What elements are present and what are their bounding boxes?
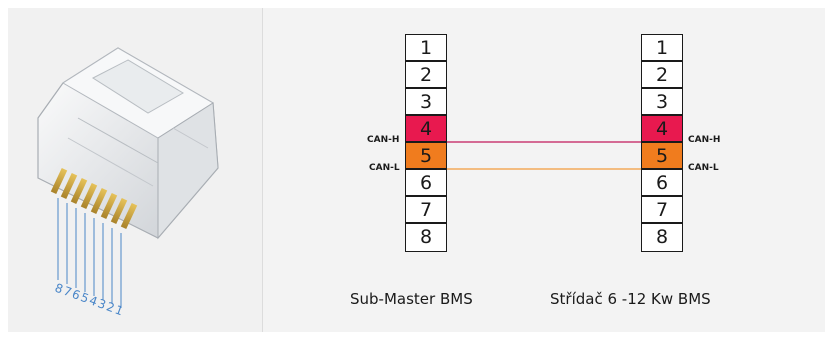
- left-pin-4-can-h: 4: [406, 116, 446, 143]
- right-pin-column: 1 2 3 4 5 6 7 8: [641, 34, 683, 252]
- left-pin-6: 6: [406, 170, 446, 197]
- rj45-connector-illustration: 87654321: [37, 47, 219, 319]
- left-pin-7: 7: [406, 197, 446, 224]
- pinout-panel: 1 2 3 4 5 6 7 8 1 2 3 4 5 6 7 8 CAN-H CA…: [263, 8, 825, 332]
- left-can-l-label: CAN-L: [369, 163, 400, 173]
- left-pin-3: 3: [406, 89, 446, 116]
- left-pin-2: 2: [406, 62, 446, 89]
- pin-leader-lines: [57, 198, 122, 308]
- left-pin-column: 1 2 3 4 5 6 7 8: [405, 34, 447, 252]
- right-pin-3: 3: [642, 89, 682, 116]
- diagram-frame: 87654321 1 2 3 4 5 6 7 8 1 2 3 4 5 6 7 8: [8, 8, 825, 332]
- left-block-caption: Sub-Master BMS: [350, 290, 473, 308]
- right-pin-1: 1: [642, 35, 682, 62]
- panel-divider: [262, 8, 263, 332]
- right-pin-6: 6: [642, 170, 682, 197]
- left-pin-1: 1: [406, 35, 446, 62]
- left-pin-8: 8: [419, 226, 433, 248]
- right-block-caption: Střídač 6 -12 Kw BMS: [550, 290, 711, 308]
- right-pin-4-can-h: 4: [642, 116, 682, 143]
- left-can-h-label: CAN-H: [367, 135, 400, 145]
- right-pin-5-can-l: 5: [642, 143, 682, 170]
- right-pin-8: 8: [655, 226, 669, 248]
- right-pin-2: 2: [642, 62, 682, 89]
- pin-numbers-text: 87654321: [53, 281, 126, 319]
- right-can-h-label: CAN-H: [688, 135, 721, 145]
- can-wires: [447, 141, 641, 170]
- rj45-connector-panel: 87654321: [8, 8, 262, 332]
- right-can-l-label: CAN-L: [688, 163, 719, 173]
- gold-contacts: [50, 167, 138, 230]
- right-pin-7: 7: [642, 197, 682, 224]
- left-pin-5-can-l: 5: [406, 143, 446, 170]
